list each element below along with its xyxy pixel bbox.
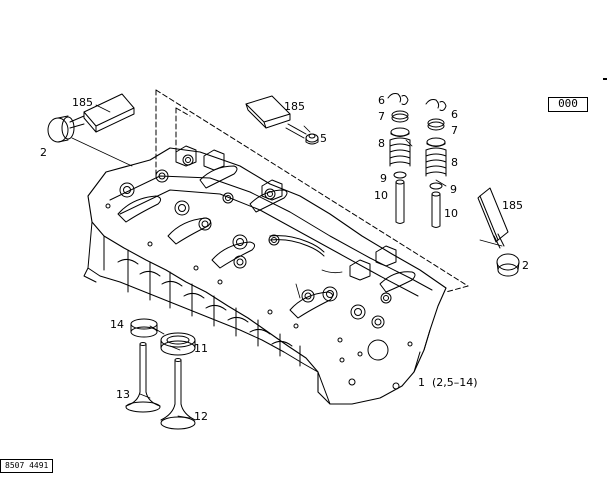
injector-center [245, 95, 307, 139]
callout-11: 11 [194, 342, 208, 355]
callout-10-right: 10 [444, 207, 458, 220]
injector-right [477, 187, 509, 249]
edge-tick-mark [603, 78, 607, 80]
callout-14: 14 [110, 318, 124, 331]
cylinder-head [83, 145, 447, 405]
valve-stack-left [387, 93, 411, 224]
callout-7-left: 7 [378, 110, 385, 123]
callout-9-left: 9 [380, 172, 387, 185]
callout-10-left: 10 [374, 189, 388, 202]
valve-12 [160, 358, 196, 430]
reference-number-box: 000 [548, 97, 588, 112]
drawing-id-label: 8507 4491 [0, 459, 54, 473]
callout-7-right: 7 [451, 124, 458, 137]
dashed-reference-frame [155, 89, 469, 293]
callout-8-left: 8 [378, 137, 385, 150]
callout-2-left: 2 [40, 146, 47, 159]
callout-6-left: 6 [378, 94, 385, 107]
callouts: 185 2 185 5 6 7 8 9 10 6 7 8 9 10 185 2 … [40, 94, 529, 423]
callout-9-right: 9 [450, 183, 457, 196]
callout-185-left: 185 [72, 96, 93, 109]
injector-left [69, 93, 135, 133]
callout-6-right: 6 [451, 108, 458, 121]
assembly-range-label: 1 (2,5–14) [418, 376, 478, 389]
callout-8-right: 8 [451, 156, 458, 169]
seat-insert-14 [130, 318, 158, 338]
seat-insert-11 [160, 332, 196, 356]
seal-washer-2-left [47, 115, 75, 143]
callout-12: 12 [194, 410, 208, 423]
callout-2-right: 2 [522, 259, 529, 272]
callout-185-right: 185 [502, 199, 523, 212]
valve-stack-right [425, 99, 447, 228]
callout-5: 5 [320, 132, 327, 145]
callout-13: 13 [116, 388, 130, 401]
leader-lines [71, 104, 503, 419]
seal-washer-5 [305, 133, 319, 145]
valve-13 [125, 342, 161, 413]
seal-washer-2-right [496, 253, 520, 277]
callout-185-center: 185 [284, 100, 305, 113]
